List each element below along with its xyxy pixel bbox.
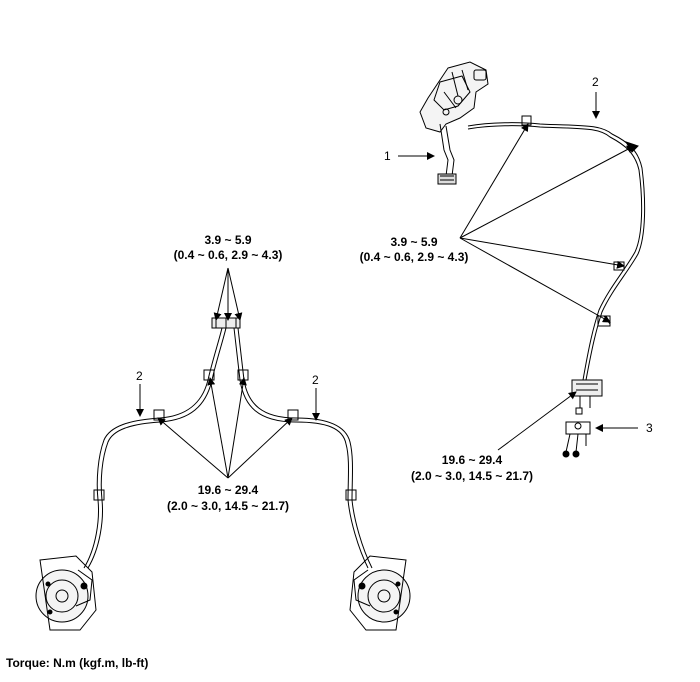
torque-lower-left-value: 19.6 ~ 29.4: [198, 483, 259, 497]
leader-upper-left-3: [227, 267, 243, 321]
torque-lower-right-units: (2.0 ~ 3.0, 14.5 ~ 21.7): [411, 469, 533, 483]
leader-upper-right-2: [459, 145, 635, 239]
parking-brake-pedal-assembly: [419, 61, 489, 185]
leader-lower-right: [497, 391, 577, 451]
leader-upper-right-1: [459, 123, 529, 239]
torque-units-footnote: Torque: N.m (kgf.m, lb-ft): [6, 656, 149, 670]
leader-upper-left-1: [213, 267, 229, 321]
leader-upper-right-3: [459, 237, 625, 269]
torque-upper-left-value: 3.9 ~ 5.9: [204, 233, 251, 247]
leader-lower-left-3: [227, 377, 247, 479]
callout-2-right: 2: [592, 75, 599, 89]
torque-lower-left-units: (2.0 ~ 3.0, 14.5 ~ 21.7): [167, 499, 289, 513]
leader-lower-left-4: [227, 417, 293, 479]
leader-lower-left-2: [207, 377, 229, 479]
torque-upper-left-units: (0.4 ~ 0.6, 2.9 ~ 4.3): [174, 248, 283, 262]
front-parking-brake-cable: [467, 115, 646, 381]
torque-upper-right-value: 3.9 ~ 5.9: [390, 235, 437, 249]
callout-2-left-b: 2: [312, 373, 319, 387]
rear-parking-brake-cables: [83, 317, 373, 569]
torque-lower-right-value: 19.6 ~ 29.4: [442, 453, 503, 467]
callout-2-left-a: 2: [136, 369, 143, 383]
equalizer-bracket: [562, 379, 603, 458]
right-rear-caliper: [349, 555, 411, 631]
torque-upper-right-units: (0.4 ~ 0.6, 2.9 ~ 4.3): [360, 250, 469, 264]
leader-lower-left-1: [157, 417, 229, 479]
callout-1: 1: [384, 149, 391, 163]
callout-3: 3: [646, 421, 653, 435]
left-rear-caliper: [35, 555, 97, 631]
leader-upper-right-4: [459, 237, 611, 323]
